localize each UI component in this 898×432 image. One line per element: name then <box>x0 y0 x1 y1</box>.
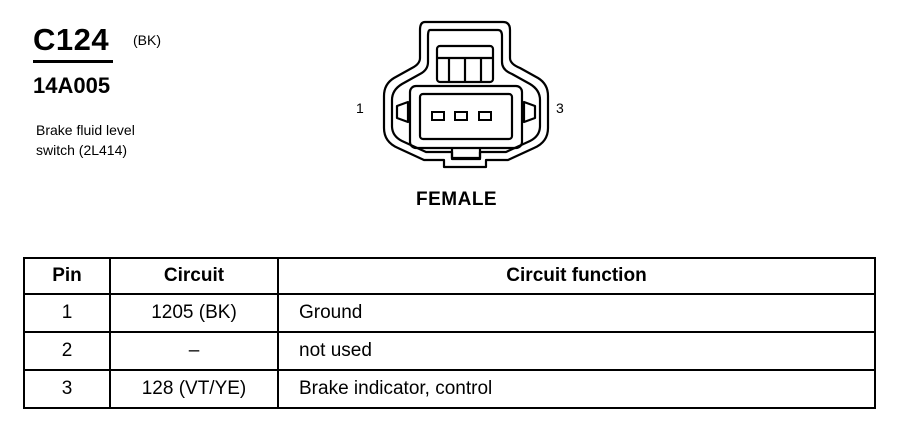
connector-housing-outline <box>382 20 550 169</box>
pin-cavity-inner <box>418 92 514 141</box>
table-row: 2 – not used <box>23 331 876 371</box>
header-circuit-function: Circuit function <box>277 257 876 295</box>
connector-color: (BK) <box>133 32 161 48</box>
pin-cell: 3 <box>23 369 111 409</box>
function-cell: Brake indicator, control <box>277 369 876 409</box>
pin-1-label: 1 <box>356 100 364 116</box>
circuit-cell: – <box>109 331 279 371</box>
table-header-row: Pin Circuit Circuit function <box>23 257 876 295</box>
component-description-line1: Brake fluid level <box>36 122 135 138</box>
connector-key-left <box>395 100 410 124</box>
connector-face-diagram <box>382 20 550 169</box>
pin-3-label: 3 <box>556 100 564 116</box>
circuit-cell: 128 (VT/YE) <box>109 369 279 409</box>
part-number: 14A005 <box>33 73 111 98</box>
terminal-3 <box>478 111 492 121</box>
title-underline <box>33 60 113 63</box>
header-pin: Pin <box>23 257 111 295</box>
function-cell: Ground <box>277 293 876 333</box>
terminal-1 <box>431 111 445 121</box>
function-cell: not used <box>277 331 876 371</box>
pin-cavity-outer <box>408 84 524 150</box>
pin-cell: 1 <box>23 293 111 333</box>
connector-gender-label: FEMALE <box>416 189 498 210</box>
table-row: 3 128 (VT/YE) Brake indicator, control <box>23 369 876 409</box>
connector-id: C124 <box>33 22 110 57</box>
component-description-line2: switch (2L414) <box>36 142 128 158</box>
connector-key-right <box>522 100 537 124</box>
pin-cell: 2 <box>23 331 111 371</box>
circuit-cell: 1205 (BK) <box>109 293 279 333</box>
connector-bottom-notch <box>450 148 482 160</box>
header-circuit: Circuit <box>109 257 279 295</box>
table-row: 1 1205 (BK) Ground <box>23 293 876 333</box>
pin-table: Pin Circuit Circuit function 1 1205 (BK)… <box>23 257 876 409</box>
terminal-2 <box>454 111 468 121</box>
